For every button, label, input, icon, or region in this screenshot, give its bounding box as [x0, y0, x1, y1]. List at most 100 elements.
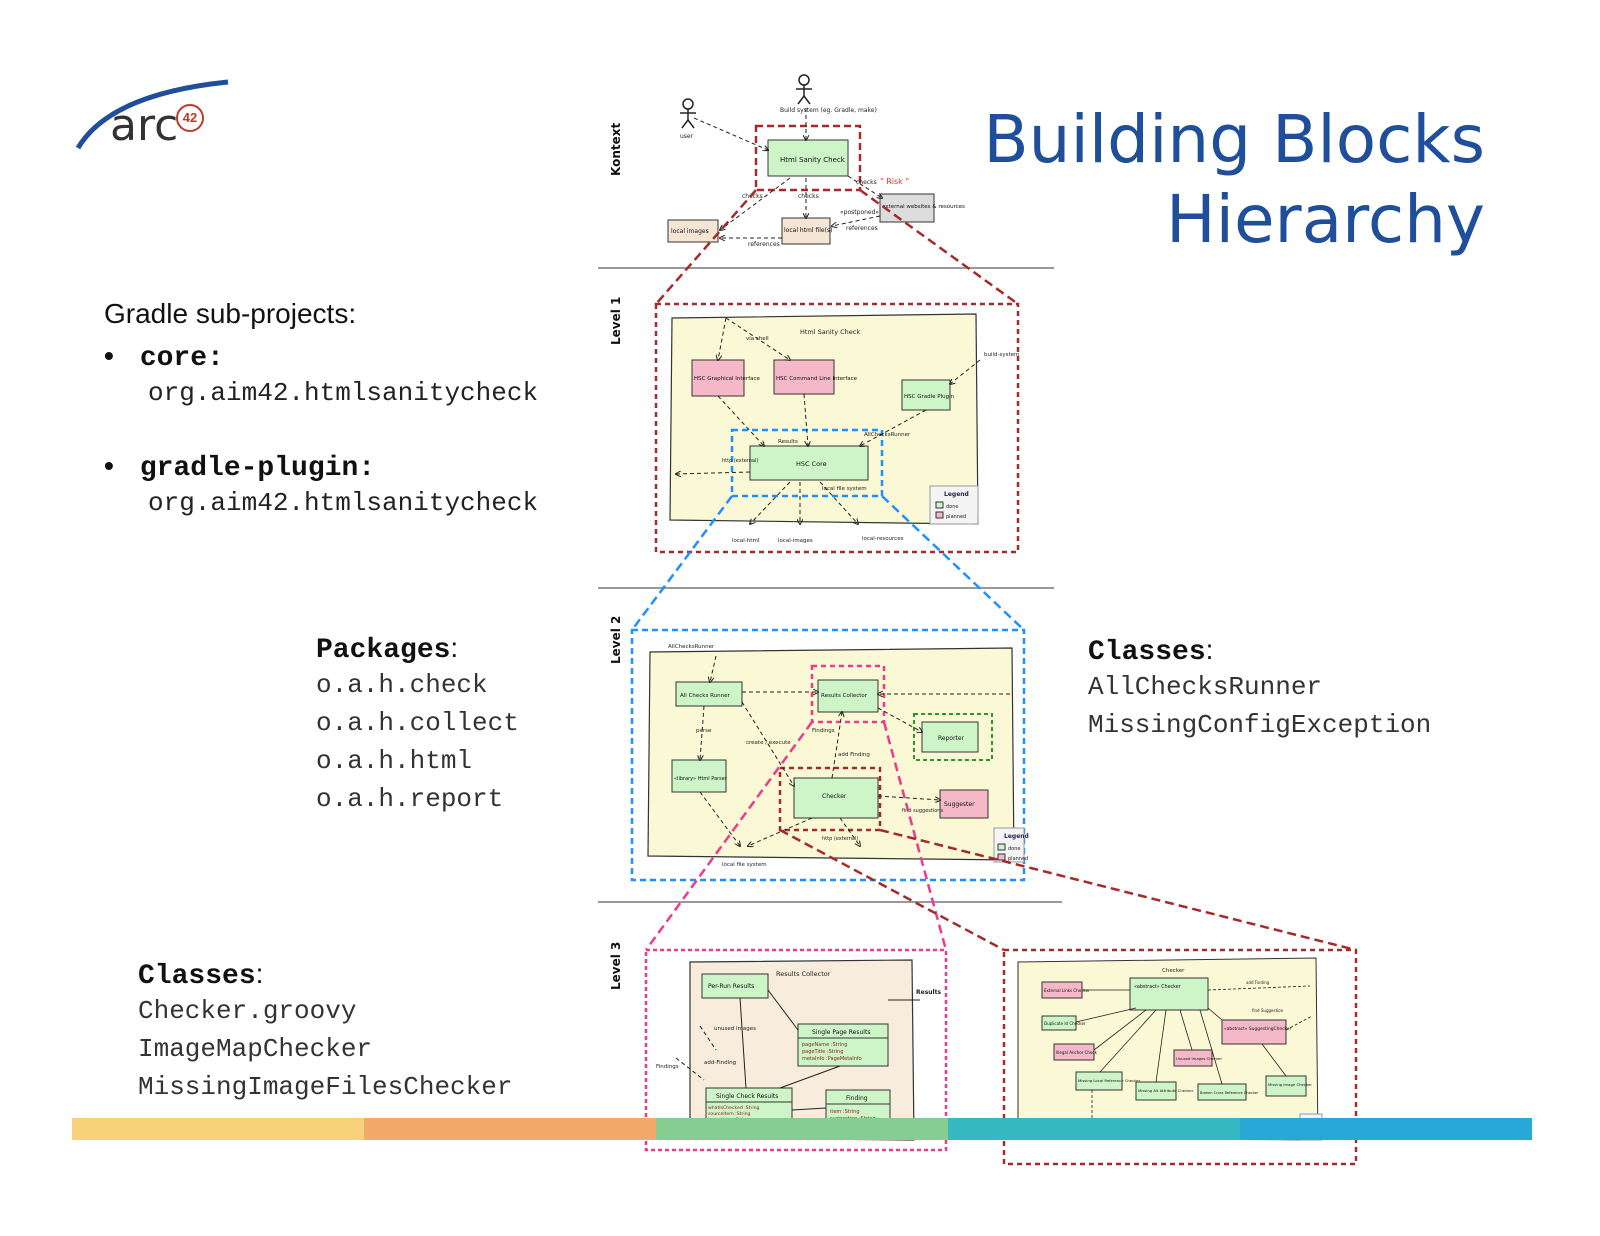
- via-shell-label: via shell: [746, 336, 769, 342]
- level-label-2: Level 2: [609, 616, 623, 664]
- kontext-zoom-frame: [754, 124, 862, 192]
- level3b-frame: [1002, 948, 1358, 1166]
- classes-right-heading: Classes: [1088, 637, 1206, 668]
- checker3-title: Checker: [1162, 968, 1185, 974]
- missing-local-checker: [1075, 1071, 1123, 1091]
- parser-label: «library» Html Parser: [674, 776, 728, 782]
- parse-label: parse: [696, 728, 712, 734]
- local-fs-label: local file system: [822, 486, 867, 492]
- color-band-4: [948, 1118, 1240, 1140]
- local-images-label: local-images: [778, 538, 813, 544]
- level1-core: [749, 445, 869, 481]
- suggesting-label: «abstract» SuggestingChecker: [1224, 1026, 1292, 1032]
- classes-right-block: Classes: AllChecksRunner MissingConfigEx…: [1088, 634, 1431, 744]
- broken-cross-label: Broken Cross Reference Checker: [1200, 1091, 1259, 1095]
- find-suggestion-label: find Suggestion: [1252, 1008, 1284, 1013]
- references-label: references: [846, 225, 878, 232]
- level2-checker-zoom: [778, 766, 882, 832]
- missing-local-label: Missing Local Reference Checker: [1078, 1078, 1141, 1083]
- legend-label: Legend: [1004, 833, 1029, 840]
- bullet: •: [104, 450, 114, 481]
- missing-image-label: Missing Image Checker: [1268, 1082, 1312, 1087]
- package-item: o.a.h.check: [316, 670, 488, 700]
- reporter-label: Reporter: [938, 735, 965, 742]
- level1-diagram: Html Sanity Check HSC Graphical Interfac…: [669, 313, 1019, 544]
- local-html-label: local html file(s): [784, 227, 832, 234]
- per-run-results: [701, 973, 769, 999]
- packages-block: Packages: o.a.h.check o.a.h.collect o.a.…: [316, 632, 519, 818]
- packages-heading: Packages: [316, 635, 451, 666]
- level2-all-checks-runner: [675, 681, 743, 707]
- level1-container-label: Html Sanity Check: [800, 328, 860, 336]
- checks-label: checks: [742, 193, 763, 200]
- http-label: http (external): [822, 836, 858, 842]
- page-title: Building Blocks Hierarchy: [983, 100, 1485, 260]
- kontext-diagram: Build system (eg. Gradle, make) user Htm…: [667, 74, 965, 248]
- create-execute-label: create / execute: [746, 740, 791, 746]
- command-line-label: HSC Command Line Interface: [776, 376, 858, 382]
- findings-label: Findings: [812, 728, 835, 734]
- ext-links-label: External Links Checker: [1044, 988, 1090, 993]
- color-band-1: [72, 1118, 364, 1140]
- attr: sourceItem :String: [708, 1111, 751, 1117]
- gradle-heading: Gradle sub-projects:: [104, 298, 357, 329]
- suggesting-checker: [1221, 1019, 1287, 1045]
- kontext-main-label: Html Sanity Check: [780, 156, 846, 164]
- gradle-item-plugin: •gradle-plugin: org.aim42.htmlsanitychec…: [104, 450, 538, 522]
- illegal-anchor-check: [1053, 1043, 1095, 1061]
- arc42-logo-swoosh: [75, 79, 229, 150]
- package-item: o.a.h.html: [316, 746, 473, 776]
- actor-build-system: [796, 74, 812, 105]
- level2-frame: [630, 628, 1026, 882]
- build-system-label: Build system (eg. Gradle, make): [780, 107, 877, 114]
- color-band-5: [1240, 1118, 1532, 1140]
- level3b-diagram: Checker «abstract» Checker «abstract» Su…: [1017, 957, 1323, 1141]
- checks-label: checks: [798, 193, 819, 200]
- all-checks-runner-label: AllChecksRunner: [864, 432, 911, 438]
- class-item: AllChecksRunner: [1088, 672, 1323, 702]
- single-check-label: Single Check Results: [716, 1093, 778, 1100]
- level2-checker: [793, 777, 879, 819]
- gradle-item-core: •core: org.aim42.htmlsanitycheck: [104, 340, 538, 412]
- suggester-label: Suggester: [944, 801, 975, 808]
- level2-results-collector: [817, 679, 879, 713]
- local-resources-label: local-resources: [862, 536, 904, 542]
- legend-label: Legend: [944, 491, 969, 498]
- abstract-checker: [1129, 977, 1209, 1011]
- legend-planned: planned: [946, 514, 966, 520]
- package-item: o.a.h.collect: [316, 708, 519, 738]
- level2-html-parser: [671, 759, 727, 793]
- level3a-frame: [644, 948, 948, 1152]
- actor-user: [680, 98, 696, 129]
- single-page-results: [797, 1023, 889, 1067]
- rc-label: Results Collector: [821, 693, 868, 699]
- level1-frame: [654, 302, 1020, 554]
- legend-planned: planned: [1008, 856, 1028, 862]
- finding-label: Finding: [846, 1095, 868, 1102]
- results-label: Results: [916, 989, 941, 996]
- user-label: user: [680, 133, 694, 140]
- color-band-2: [364, 1118, 656, 1140]
- results-label: Results: [778, 439, 798, 445]
- attr: metaInfo :PageMetaInfo: [802, 1056, 862, 1062]
- external-label: external websites & resources: [882, 204, 965, 210]
- find-suggestions-label: find suggestions: [902, 808, 943, 814]
- level3a-diagram: Results Collector Per-Run Results Single…: [656, 959, 941, 1141]
- class-item: Checker.groovy: [138, 996, 357, 1026]
- gradle-item-name: gradle-plugin:: [139, 453, 376, 484]
- gradle-plugin-label: HSC Gradle Plugin: [904, 394, 955, 400]
- level1-command-line: [773, 359, 835, 395]
- gradle-item-name: core:: [139, 343, 224, 374]
- core-label: HSC Core: [796, 460, 827, 468]
- graphical-label: HSC Graphical Interface: [694, 376, 761, 382]
- legend-done: done: [946, 504, 958, 510]
- kontext-local-images: [667, 219, 719, 243]
- duplicate-id-checker: [1041, 1015, 1077, 1031]
- unused-images-checker: [1173, 1049, 1213, 1067]
- gradle-item-package: org.aim42.htmlsanitycheck: [148, 378, 539, 408]
- add-finding-label: add Finding: [838, 752, 870, 758]
- local-fs-label: local file system: [722, 862, 767, 868]
- class-item: ImageMapChecker: [138, 1034, 373, 1064]
- rc3-title: Results Collector: [776, 970, 831, 978]
